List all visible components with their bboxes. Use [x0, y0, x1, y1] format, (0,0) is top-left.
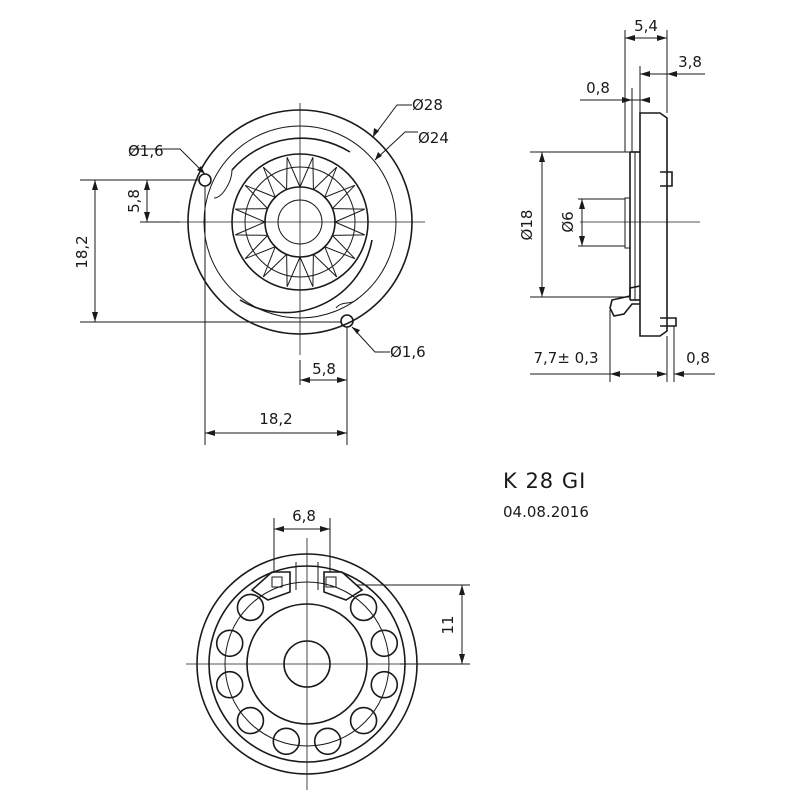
dim-total-depth: 5,4 [634, 17, 658, 35]
dim-vertical-span: 18,2 [73, 235, 91, 268]
back-vent-hole [236, 706, 265, 735]
grille-spoke [244, 235, 276, 260]
back-vent-hole [349, 706, 378, 735]
outer-diameter-label: Ø28 [412, 96, 443, 114]
back-vent-hole [215, 629, 244, 658]
dim-depth: 3,8 [678, 53, 702, 71]
dim-horizontal-span: 18,2 [259, 410, 292, 428]
grille-spoke [324, 235, 356, 260]
back-vent-hole [370, 629, 399, 658]
front-view: 18,2 5,8 5,8 18,2 Ø1,6 Ø1,6 Ø28 Ø24 [73, 96, 449, 445]
grille-spoke [262, 166, 287, 198]
hole-bottom-label: Ø1,6 [390, 343, 426, 361]
grille-spoke [244, 184, 276, 209]
back-vent-hole [236, 593, 265, 622]
grille-spoke [235, 208, 268, 223]
dim-front-thickness: 0,8 [586, 79, 610, 97]
dim-back-thickness: 0,8 [686, 349, 710, 367]
dia-large: Ø18 [518, 210, 536, 241]
grille-spoke [324, 184, 356, 209]
dim-pin-length: 7,7± 0,3 [533, 349, 598, 367]
grille-spoke [286, 157, 301, 190]
back-vent-hole [370, 670, 399, 699]
side-view: 5,4 3,8 0,8 Ø18 Ø6 7,7± 0,3 [518, 17, 715, 382]
back-vent-hole [349, 593, 378, 622]
grille-spoke [299, 254, 314, 287]
grille-spoke [332, 208, 365, 223]
model-title: K 28 GI [503, 469, 586, 493]
dia-small: Ø6 [559, 211, 577, 232]
back-vent-hole [215, 670, 244, 699]
inner-diameter-label: Ø24 [418, 129, 449, 147]
grille-spoke [332, 221, 365, 236]
grille-spoke [313, 166, 338, 198]
dim-vertical-offset: 5,8 [125, 189, 143, 213]
back-vent-hole [272, 727, 301, 756]
back-view: 6,8 11 [186, 507, 470, 790]
drawing-date: 04.08.2016 [503, 503, 589, 521]
grille-spoke [313, 246, 338, 278]
grille-spoke [262, 246, 287, 278]
hole-top-label: Ø1,6 [128, 142, 164, 160]
grille-spoke [299, 157, 314, 190]
back-vent-hole [313, 727, 342, 756]
dim-back-width: 6,8 [292, 507, 316, 525]
grille-spoke [286, 254, 301, 287]
dim-horizontal-offset: 5,8 [312, 360, 336, 378]
dim-back-height: 11 [439, 615, 457, 634]
grille-spoke [235, 221, 268, 236]
